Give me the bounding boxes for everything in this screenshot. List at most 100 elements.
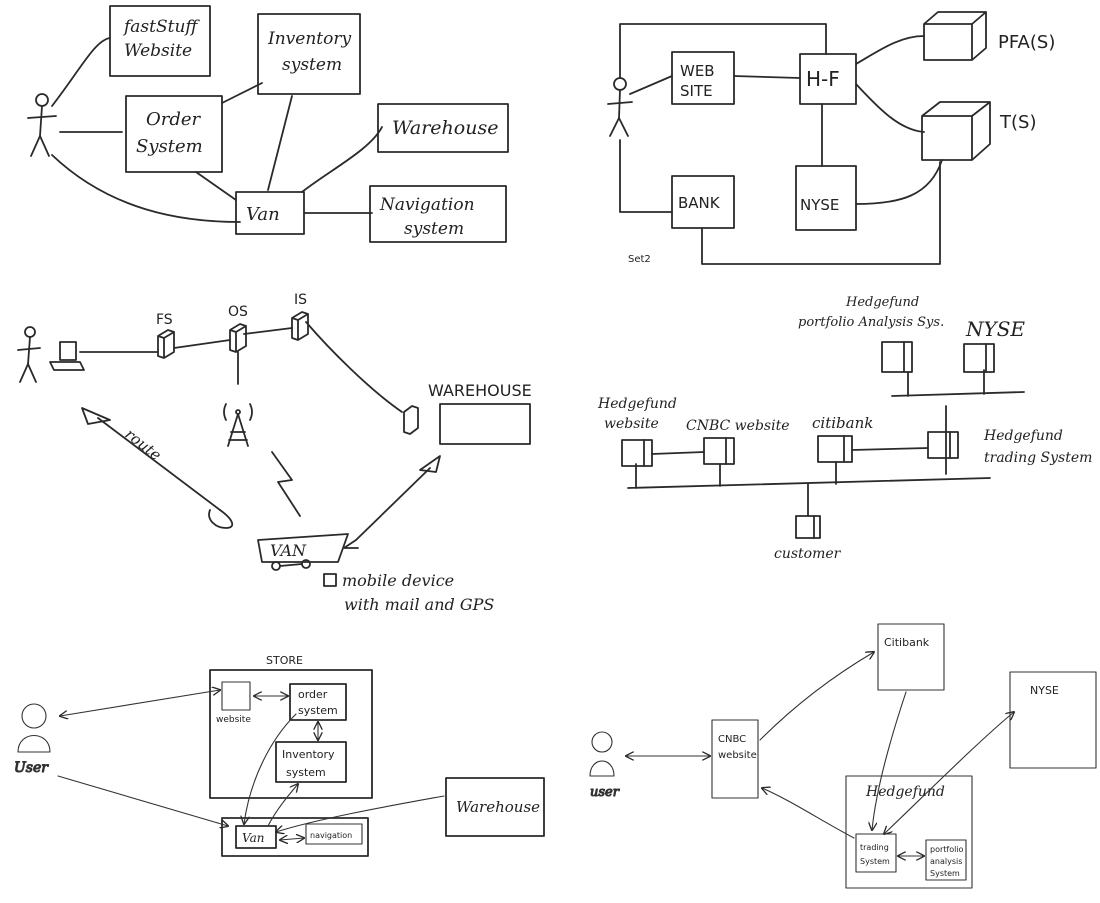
portfolio-label-3: System bbox=[930, 869, 960, 878]
node-bank: BANK bbox=[672, 176, 734, 228]
navigation-label-1: Navigation bbox=[379, 195, 475, 215]
citibank-label: Citibank bbox=[884, 636, 930, 649]
mobile-device-note: mobile device with mail and GPS bbox=[324, 571, 494, 614]
server-fs: FS bbox=[156, 312, 174, 358]
fs-label: FS bbox=[156, 312, 173, 328]
pas-label-2: portfolio Analysis Sys. bbox=[798, 315, 944, 330]
node-portfolio-analysis: portfolio analysis System bbox=[926, 840, 966, 880]
node-van: Van bbox=[236, 192, 304, 234]
node-faststuff-website: fastStuff Website bbox=[110, 6, 210, 76]
lightning-link-icon bbox=[272, 452, 300, 516]
stick-figure-user bbox=[28, 94, 56, 156]
warehouse-van-arrow bbox=[344, 456, 440, 548]
node-ts: T(S) bbox=[922, 102, 1036, 160]
node-navigation-system: Navigation system bbox=[370, 186, 506, 242]
antenna-tower-icon bbox=[224, 404, 252, 446]
os-label: OS bbox=[228, 304, 248, 320]
node-trading-system: trading System bbox=[856, 834, 896, 872]
connectors bbox=[80, 322, 402, 412]
sketch-hedgefund-bus: Hedgefund portfolio Analysis Sys. NYSE H… bbox=[597, 295, 1092, 562]
node-website: WEB SITE bbox=[672, 52, 734, 104]
cnbc-label-2: website bbox=[718, 750, 757, 761]
sketch-hedgefund-cnbc: user Citibank NYSE CNBC website Hedgefun… bbox=[590, 624, 1096, 888]
trading-label-2: trading System bbox=[984, 450, 1092, 466]
cnbc-label: CNBC website bbox=[686, 418, 789, 434]
van-label: Van bbox=[242, 831, 264, 845]
node-nyse: NYSE bbox=[796, 166, 856, 230]
node-order-system: Order System bbox=[126, 96, 222, 172]
store-label: STORE bbox=[266, 654, 303, 667]
trading-label-1: Hedgefund bbox=[983, 428, 1063, 444]
order-label-1: order bbox=[298, 688, 328, 701]
pas-label-1: Hedgefund bbox=[845, 295, 919, 310]
order-label-2: system bbox=[298, 704, 338, 717]
node-navigation: navigation bbox=[306, 824, 362, 844]
cnbc-label-1: CNBC bbox=[718, 734, 746, 745]
hfwebsite-label-2: website bbox=[604, 416, 659, 432]
node-cnbc-website: CNBC website bbox=[686, 418, 789, 464]
node-nyse: NYSE bbox=[964, 317, 1025, 372]
navigation-label: navigation bbox=[310, 831, 352, 840]
arrows bbox=[626, 652, 1014, 856]
node-order-system: order system bbox=[290, 684, 346, 720]
node-warehouse: WAREHOUSE bbox=[404, 381, 532, 444]
caption-set2: Set2 bbox=[628, 254, 651, 265]
inventory-label-2: system bbox=[286, 766, 326, 779]
stick-figure-user bbox=[608, 78, 632, 136]
inventory-label-2: system bbox=[282, 55, 342, 75]
server-is: IS bbox=[292, 292, 308, 340]
node-warehouse: Warehouse bbox=[378, 104, 508, 152]
node-portfolio-analysis: Hedgefund portfolio Analysis Sys. bbox=[798, 295, 944, 372]
portfolio-label-2: analysis bbox=[930, 857, 962, 866]
bank-label: BANK bbox=[678, 194, 721, 212]
portfolio-label-1: portfolio bbox=[930, 845, 964, 854]
nyse-label: NYSE bbox=[965, 317, 1025, 341]
node-hedgefund-website: Hedgefund website bbox=[597, 396, 677, 466]
node-cnbc-website: CNBC website bbox=[712, 720, 758, 798]
navigation-label-2: system bbox=[404, 219, 464, 239]
node-nyse: NYSE bbox=[1010, 672, 1096, 768]
device-label-2: with mail and GPS bbox=[344, 595, 494, 614]
faststuff-label-1: fastStuff bbox=[122, 17, 200, 37]
node-van: VAN bbox=[258, 534, 348, 570]
node-warehouse: Warehouse bbox=[446, 778, 544, 836]
order-label-2: System bbox=[136, 136, 203, 157]
node-pfa: PFA(S) bbox=[924, 12, 1055, 60]
connectors bbox=[620, 24, 942, 264]
website-label-2: SITE bbox=[680, 82, 713, 100]
bus-lines bbox=[628, 370, 1024, 516]
node-customer: customer bbox=[774, 516, 842, 562]
node-trading-system: Hedgefund trading System bbox=[928, 428, 1092, 466]
stick-figure-user bbox=[18, 327, 40, 382]
route-label: route bbox=[122, 425, 165, 464]
hf-label: H-F bbox=[806, 67, 840, 91]
node-inventory-system: Inventory system bbox=[258, 14, 360, 94]
user-label: user bbox=[590, 785, 620, 800]
node-hf: H-F bbox=[800, 54, 856, 104]
node-van: Van bbox=[236, 826, 276, 848]
citibank-label: citibank bbox=[812, 414, 873, 432]
route-arrow: route bbox=[82, 408, 232, 528]
website-label-1: WEB bbox=[680, 62, 715, 80]
customer-label: customer bbox=[774, 546, 842, 562]
trading-label-2: System bbox=[860, 857, 890, 866]
inventory-label-1: Inventory bbox=[267, 29, 351, 49]
order-label-1: Order bbox=[146, 109, 202, 130]
node-website: website bbox=[216, 682, 251, 725]
trading-label-1: trading bbox=[860, 843, 889, 852]
user-avatar-icon: user bbox=[590, 732, 620, 800]
hfwebsite-label-1: Hedgefund bbox=[597, 396, 677, 412]
sketch-store: User STORE website order system Inventor… bbox=[14, 654, 544, 856]
pfa-label: PFA(S) bbox=[998, 32, 1055, 53]
van-label: Van bbox=[246, 204, 280, 225]
warehouse-label: Warehouse bbox=[392, 117, 498, 139]
sketch-hedgefund-set2: WEB SITE H-F PFA(S) T(S) BANK NYSE Set2 bbox=[608, 12, 1055, 265]
warehouse-label: WAREHOUSE bbox=[428, 381, 532, 400]
van-label: VAN bbox=[270, 541, 307, 560]
sketch-fastStuff-system: fastStuff Website Inventory system Order… bbox=[28, 6, 508, 242]
website-label: website bbox=[216, 715, 251, 725]
user-label: User bbox=[14, 760, 49, 776]
is-label: IS bbox=[294, 292, 307, 308]
inventory-label-1: Inventory bbox=[282, 748, 335, 761]
